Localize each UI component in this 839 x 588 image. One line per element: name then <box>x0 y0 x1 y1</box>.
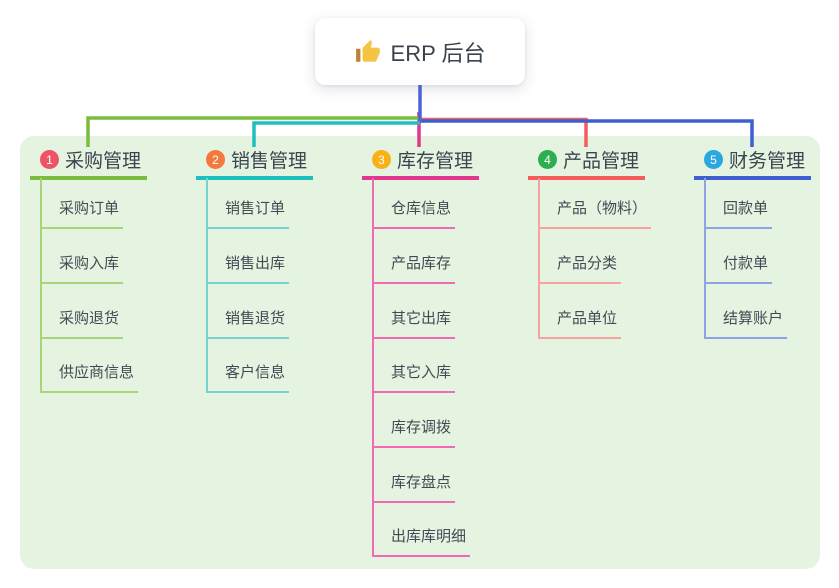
child-node[interactable]: 回款单 <box>704 198 773 229</box>
child-node[interactable]: 销售退货 <box>206 308 290 339</box>
child-node[interactable]: 产品（物料） <box>538 198 652 229</box>
branch-title: 产品管理 <box>563 151 640 172</box>
branch-node-4[interactable]: 4 产品管理 <box>528 143 645 180</box>
branch-number-badge: 5 <box>704 150 723 169</box>
branch-connector-line <box>538 178 540 339</box>
branch-title: 财务管理 <box>729 151 806 172</box>
child-node[interactable]: 采购订单 <box>40 198 124 229</box>
child-node[interactable]: 销售出库 <box>206 253 290 284</box>
child-node[interactable]: 仓库信息 <box>372 198 456 229</box>
child-node[interactable]: 结算账户 <box>704 308 788 339</box>
child-node[interactable]: 其它入库 <box>372 362 456 393</box>
branch-number-badge: 4 <box>538 150 557 169</box>
child-node[interactable]: 其它出库 <box>372 308 456 339</box>
child-node[interactable]: 付款单 <box>704 253 773 284</box>
child-node[interactable]: 客户信息 <box>206 362 290 393</box>
branch-number-badge: 2 <box>206 150 225 169</box>
branch-connector-line <box>206 178 208 393</box>
branch-node-1[interactable]: 1 采购管理 <box>30 143 147 180</box>
child-node[interactable]: 销售订单 <box>206 198 290 229</box>
branch-connector-line <box>372 178 374 557</box>
branch-title: 销售管理 <box>231 151 308 172</box>
branch-title: 库存管理 <box>397 151 474 172</box>
root-node-label: ERP 后台 <box>390 40 486 66</box>
child-node[interactable]: 供应商信息 <box>40 362 139 393</box>
child-node[interactable]: 产品库存 <box>372 253 456 284</box>
branch-node-5[interactable]: 5 财务管理 <box>694 143 811 180</box>
child-node[interactable]: 库存调拨 <box>372 417 456 448</box>
child-node[interactable]: 采购退货 <box>40 308 124 339</box>
child-node[interactable]: 产品单位 <box>538 308 622 339</box>
branch-node-3[interactable]: 3 库存管理 <box>362 143 479 180</box>
child-node[interactable]: 库存盘点 <box>372 472 456 503</box>
root-node[interactable]: ERP 后台 <box>315 18 525 85</box>
thumbs-up-icon <box>355 39 381 65</box>
branch-number-badge: 1 <box>40 150 59 169</box>
background-panel <box>20 136 820 569</box>
child-node[interactable]: 产品分类 <box>538 253 622 284</box>
branch-node-2[interactable]: 2 销售管理 <box>196 143 313 180</box>
child-node[interactable]: 出库库明细 <box>372 526 471 557</box>
branch-connector-line <box>704 178 706 339</box>
branch-title: 采购管理 <box>65 151 142 172</box>
branch-connector-line <box>40 178 42 393</box>
child-node[interactable]: 采购入库 <box>40 253 124 284</box>
branch-number-badge: 3 <box>372 150 391 169</box>
